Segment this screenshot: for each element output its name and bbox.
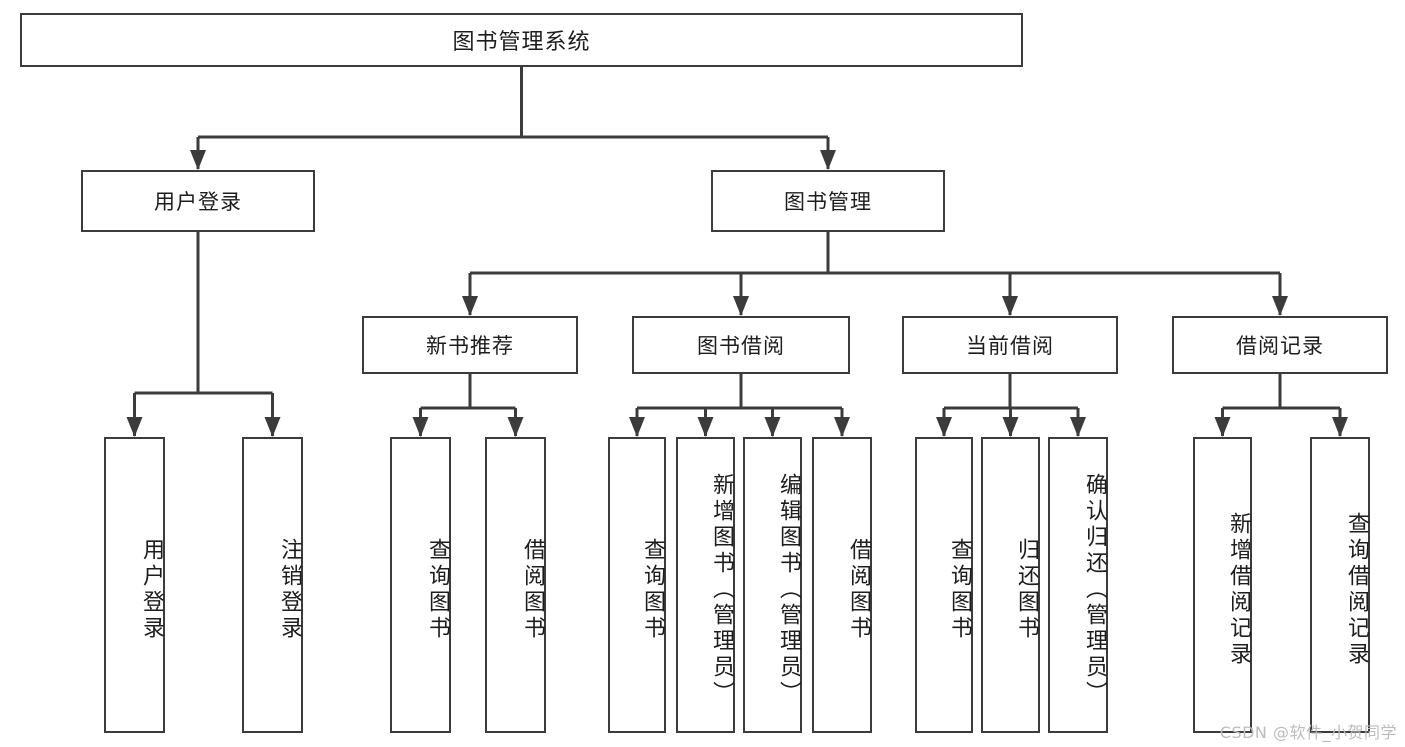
arrow-head-icon (764, 417, 781, 437)
arrow-head-icon (1002, 417, 1019, 437)
arrow-head-icon (629, 417, 645, 437)
arrow-head-icon (834, 417, 850, 437)
node-leaf-add-borrow-record[interactable]: 新增借阅记录 (1193, 437, 1252, 733)
arrow-head-icon (1272, 296, 1288, 316)
node-leaf-user-logout[interactable]: 注销登录 (242, 437, 303, 733)
arrow-head-icon (126, 417, 143, 437)
node-label: 当前借阅 (966, 334, 1054, 358)
arrow-head-icon (412, 417, 429, 437)
node-label: 查询图书 (425, 538, 450, 642)
node-leaf-query-book-borrow[interactable]: 查询图书 (608, 437, 666, 733)
node-new-book-rec[interactable]: 新书推荐 (362, 316, 578, 374)
node-label: 借阅图书 (846, 538, 871, 642)
node-borrow-record[interactable]: 借阅记录 (1172, 316, 1388, 374)
node-label: 新书推荐 (426, 334, 514, 358)
node-leaf-borrow-book[interactable]: 借阅图书 (812, 437, 872, 733)
arrow-head-icon (733, 296, 749, 316)
node-label: 借阅记录 (1236, 334, 1324, 358)
node-label: 图书管理 (784, 190, 872, 214)
node-label: 图书借阅 (697, 334, 785, 358)
arrow-head-icon (1332, 417, 1348, 437)
node-leaf-add-book[interactable]: 新增图书（管理员） (676, 437, 735, 733)
node-leaf-edit-book[interactable]: 编辑图书（管理员） (743, 437, 802, 733)
arrow-head-icon (1070, 417, 1086, 437)
node-label: 新增图书（管理员） (709, 473, 734, 707)
arrow-head-icon (507, 417, 524, 437)
arrow-head-icon (697, 417, 714, 437)
node-leaf-query-borrow-record[interactable]: 查询借阅记录 (1310, 437, 1370, 733)
node-label: 归还图书 (1014, 538, 1039, 642)
arrow-head-icon (264, 417, 281, 437)
arrow-head-icon (462, 296, 478, 316)
node-leaf-borrow-book-rec[interactable]: 借阅图书 (485, 437, 546, 733)
arrow-head-icon (1214, 417, 1231, 437)
node-label: 注销登录 (277, 538, 302, 642)
node-leaf-user-login[interactable]: 用户登录 (104, 437, 165, 733)
node-label: 借阅图书 (520, 538, 545, 642)
node-label: 查询借阅记录 (1344, 512, 1369, 668)
arrow-head-icon (936, 417, 952, 437)
node-label: 查询图书 (640, 538, 665, 642)
node-label: 确认归还（管理员） (1082, 473, 1107, 707)
node-leaf-query-book-cur[interactable]: 查询图书 (915, 437, 973, 733)
node-label: 编辑图书（管理员） (776, 473, 801, 707)
node-current-borrow[interactable]: 当前借阅 (902, 316, 1118, 374)
arrow-head-icon (190, 150, 206, 170)
node-label: 图书管理系统 (452, 30, 591, 55)
node-label: 用户登录 (139, 538, 164, 642)
node-label: 用户登录 (154, 190, 242, 214)
node-book-manage[interactable]: 图书管理 (711, 170, 945, 232)
arrow-head-icon (820, 150, 836, 170)
node-leaf-return-book[interactable]: 归还图书 (981, 437, 1040, 733)
arrow-head-icon (1002, 296, 1018, 316)
node-leaf-query-book-rec[interactable]: 查询图书 (390, 437, 451, 733)
node-leaf-confirm-return[interactable]: 确认归还（管理员） (1048, 437, 1108, 733)
node-user-login[interactable]: 用户登录 (81, 170, 315, 232)
node-book-borrow[interactable]: 图书借阅 (632, 316, 850, 374)
node-label: 查询图书 (947, 538, 972, 642)
node-label: 新增借阅记录 (1226, 512, 1251, 668)
node-root[interactable]: 图书管理系统 (20, 13, 1023, 67)
watermark-label: CSDN @软件_小贺同学 (1219, 723, 1397, 742)
